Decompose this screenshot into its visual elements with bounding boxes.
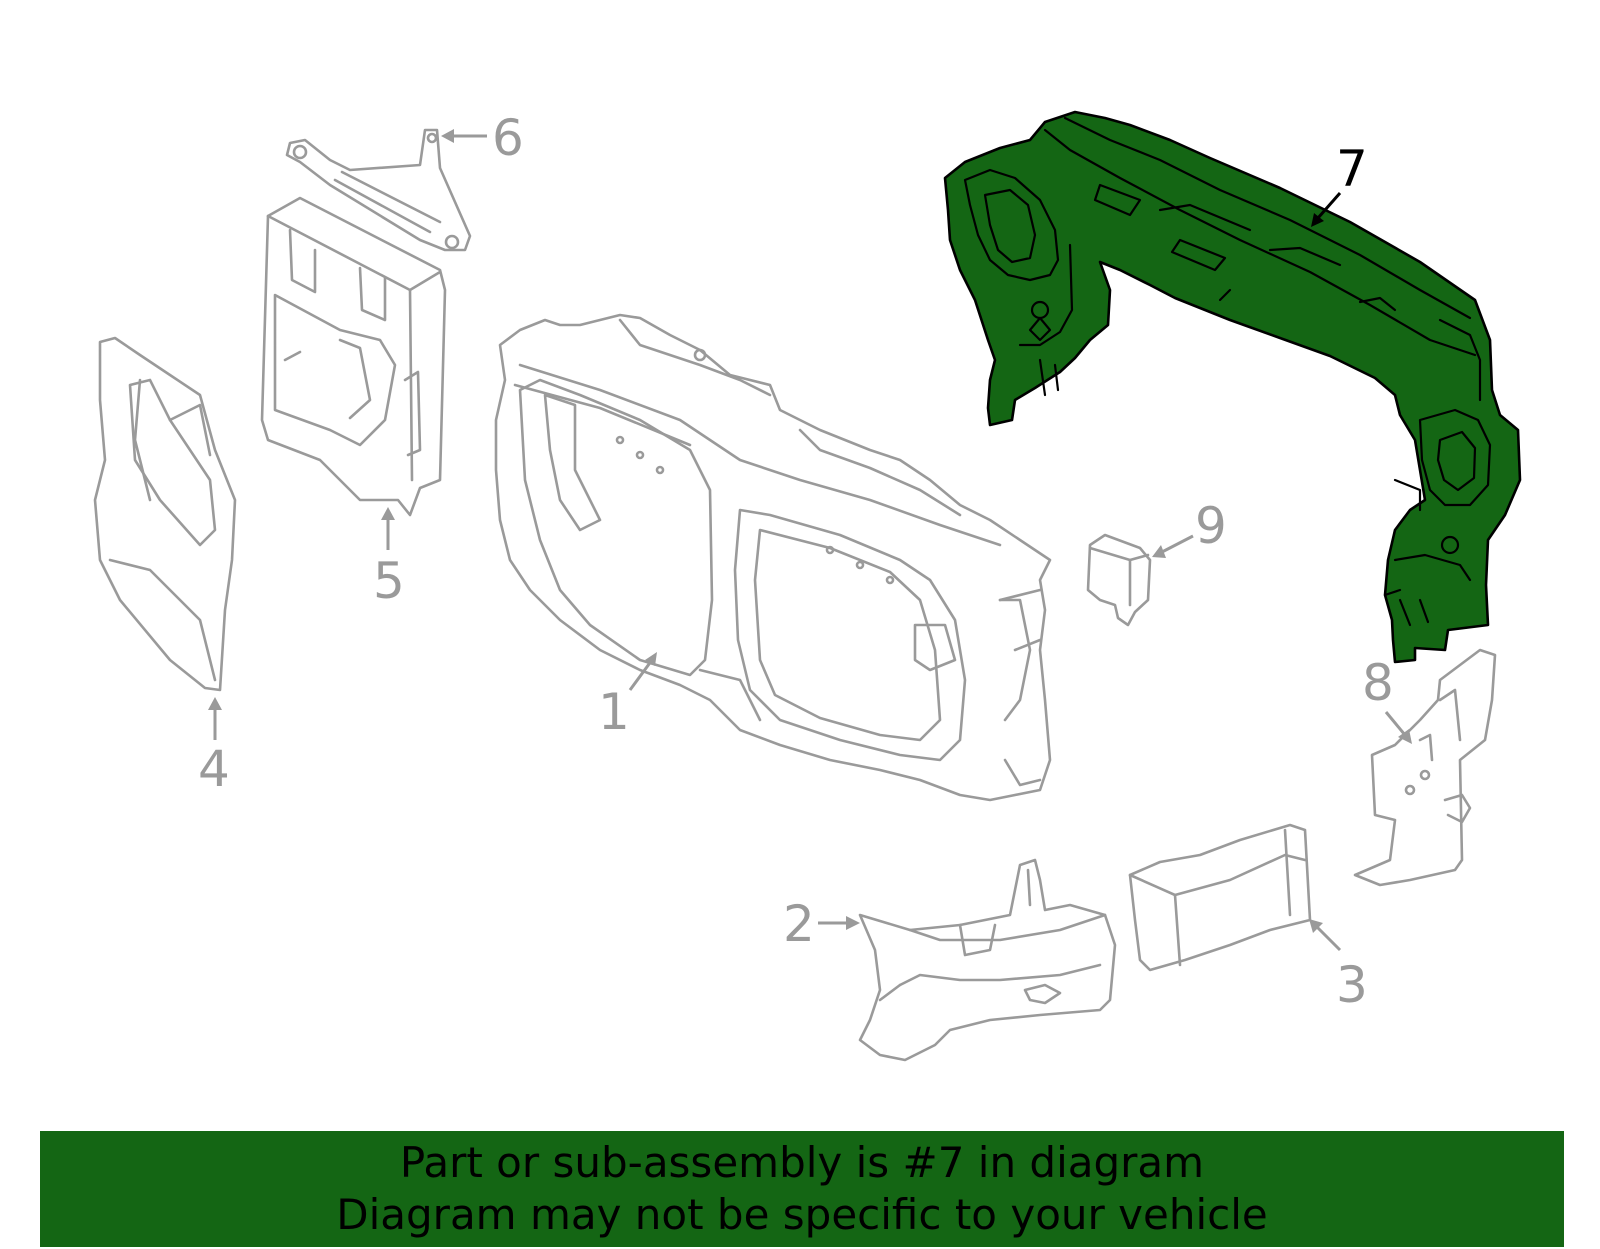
info-banner: Part or sub-assembly is #7 in diagram Di…	[40, 1131, 1564, 1247]
part-5-module-box[interactable]	[260, 196, 447, 517]
callout-1: 1	[598, 652, 657, 741]
part-4-deflector[interactable]	[93, 336, 237, 692]
callout-9: 9	[1152, 497, 1227, 558]
callout-7: 7	[1311, 140, 1368, 227]
callout-label-9: 9	[1195, 497, 1227, 555]
callout-2: 2	[783, 895, 860, 953]
part-6-bracket[interactable]	[285, 128, 472, 252]
callout-label-2: 2	[783, 895, 815, 953]
part-1-radiator-support[interactable]	[494, 313, 1052, 802]
part-3-side-duct[interactable]	[1128, 823, 1312, 972]
part-2-lower-duct[interactable]	[858, 858, 1117, 1062]
part-7-upper-tie-bar[interactable]	[943, 110, 1522, 664]
banner-line-2: Diagram may not be specific to your vehi…	[336, 1190, 1268, 1239]
callout-label-7: 7	[1336, 140, 1368, 198]
part-8-bracket[interactable]	[1353, 648, 1497, 887]
callout-label-3: 3	[1336, 956, 1368, 1014]
callout-5: 5	[373, 507, 405, 610]
callout-label-5: 5	[373, 552, 405, 610]
banner-line-1: Part or sub-assembly is #7 in diagram	[399, 1138, 1205, 1187]
callout-6: 6	[441, 109, 524, 167]
callout-label-1: 1	[598, 683, 630, 741]
callout-label-6: 6	[492, 109, 524, 167]
callout-label-4: 4	[198, 740, 230, 798]
callout-4: 4	[198, 697, 230, 798]
callout-label-8: 8	[1362, 654, 1394, 712]
callout-3: 3	[1309, 919, 1368, 1014]
callout-8: 8	[1362, 654, 1412, 744]
part-9-clip[interactable]	[1086, 533, 1152, 627]
